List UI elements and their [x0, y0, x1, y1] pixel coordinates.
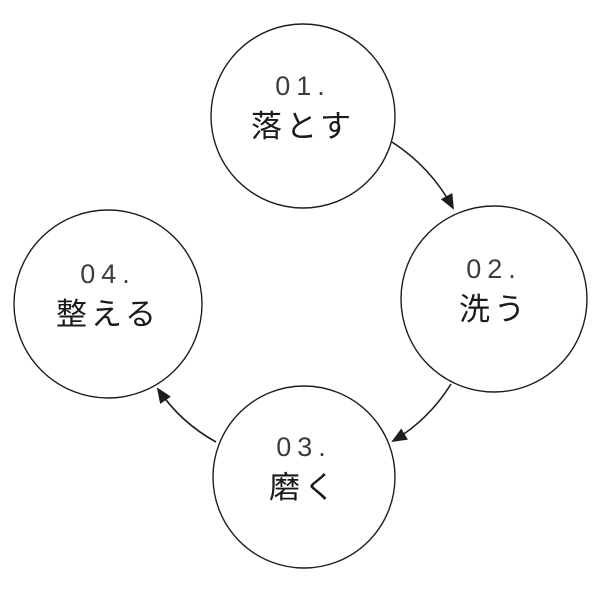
arrow-step-1-to-2: [391, 141, 454, 210]
arrow-step-3-to-4: [156, 387, 217, 443]
step-3-circle: [212, 385, 396, 569]
step-4-circle: [13, 209, 203, 399]
arrow-step-2-to-3: [391, 383, 452, 443]
step-2-circle: [400, 205, 588, 393]
step-1-circle: [210, 23, 396, 209]
